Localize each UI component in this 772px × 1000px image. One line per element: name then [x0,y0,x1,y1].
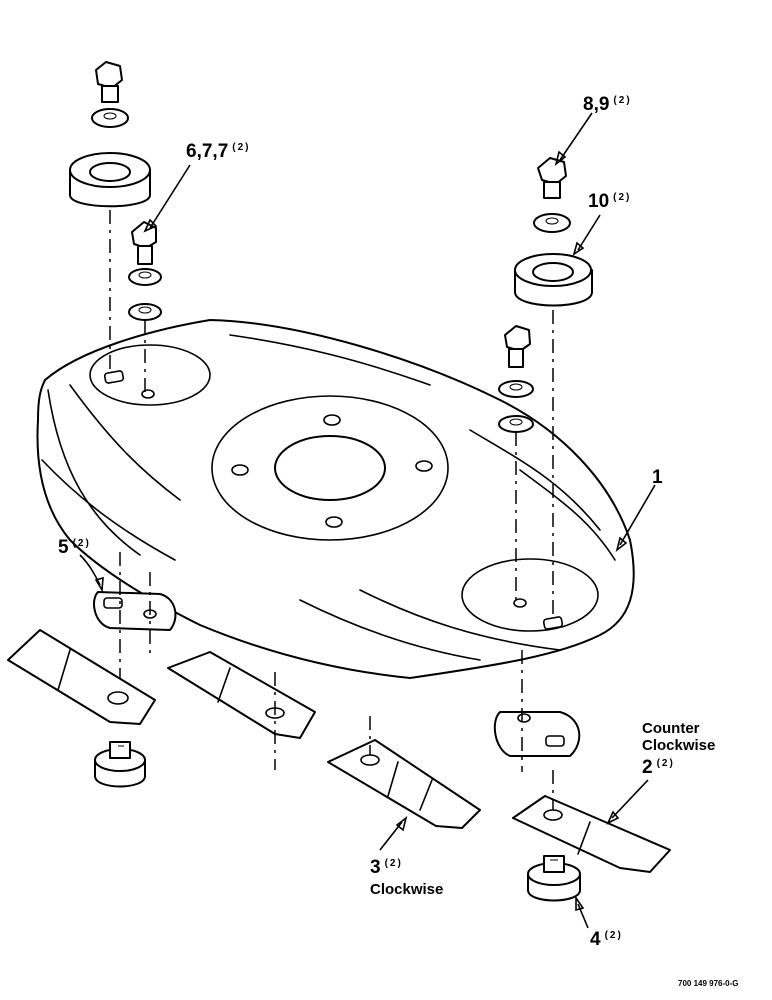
callout-5: 5(2) [58,537,91,558]
callout-6-7-7: 6,7,7(2) [186,141,251,162]
callout-4: 4(2) [590,929,623,950]
counter-clockwise-note: Counter Clockwise [642,720,716,755]
blade-middle [167,651,316,770]
leader-arrows [79,112,656,929]
callout-8-9: 8,9(2) [583,94,632,115]
right-hardware-stack [498,157,593,615]
blade-clockwise [327,716,481,829]
callout-3: 3(2) [370,857,403,878]
clockwise-note: Clockwise [370,881,444,898]
nut-right [527,855,581,902]
left-wear-pad [93,552,177,700]
blade-counter-clockwise [512,770,671,873]
drawing-number: 700 149 976-0-G [678,979,739,988]
left-hardware-stack [69,61,162,392]
nut-left [94,741,146,788]
right-wear-pad [493,650,581,772]
callout-10: 10(2) [588,191,632,212]
callout-2: 2(2) [642,757,675,778]
cutter-disc [36,319,635,679]
blade-left [7,629,156,725]
callout-1: 1 [652,467,663,488]
